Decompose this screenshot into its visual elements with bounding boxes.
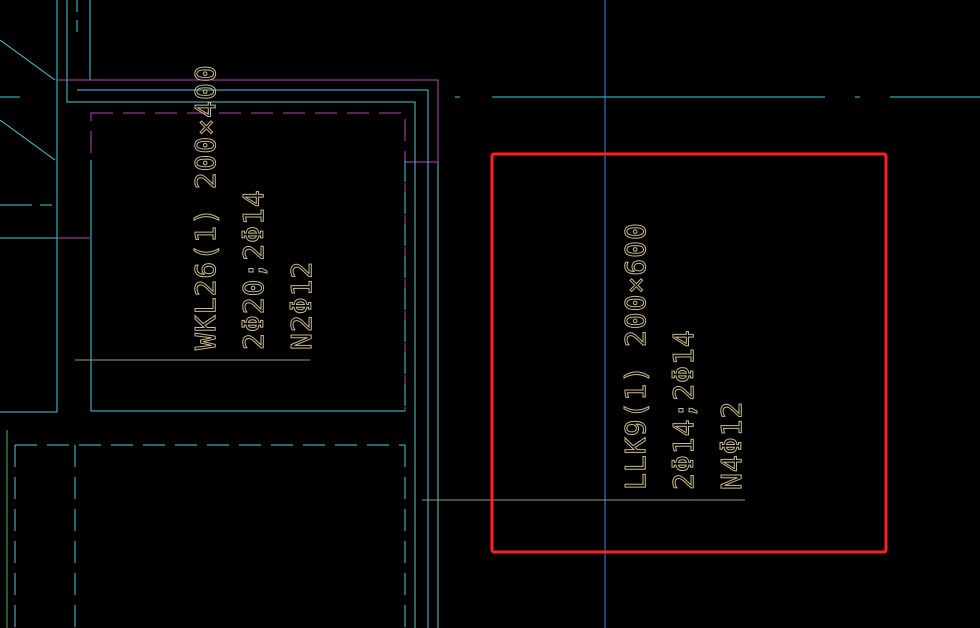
annotation-wkl26[interactable]: WKL26(1) 200×400 2Φ20;2Φ14 N2Φ12: [189, 64, 319, 351]
annotation-llk9-line-1: LLK9(1) 200×600: [619, 222, 652, 490]
stair-diagonal-lines: [0, 39, 60, 239]
highlight-box: [490, 152, 888, 554]
annotation-wkl26-line-2: 2Φ20;2Φ14: [237, 189, 270, 350]
annotation-llk9-line-3: N4Φ12: [715, 401, 748, 490]
annotation-wkl26-line-3: N2Φ12: [285, 261, 318, 350]
annotation-llk9[interactable]: LLK9(1) 200×600 2Φ14;2Φ14 N4Φ12: [619, 222, 749, 491]
leader-lines: [75, 359, 745, 501]
room-outline-lower: [14, 162, 439, 628]
wall-vertical-left: [56, 0, 91, 412]
annotation-wkl26-line-1: WKL26(1) 200×400: [189, 64, 222, 350]
wall-outline-wkl26: [0, 80, 429, 628]
annotation-llk9-line-2: 2Φ14;2Φ14: [667, 329, 700, 490]
